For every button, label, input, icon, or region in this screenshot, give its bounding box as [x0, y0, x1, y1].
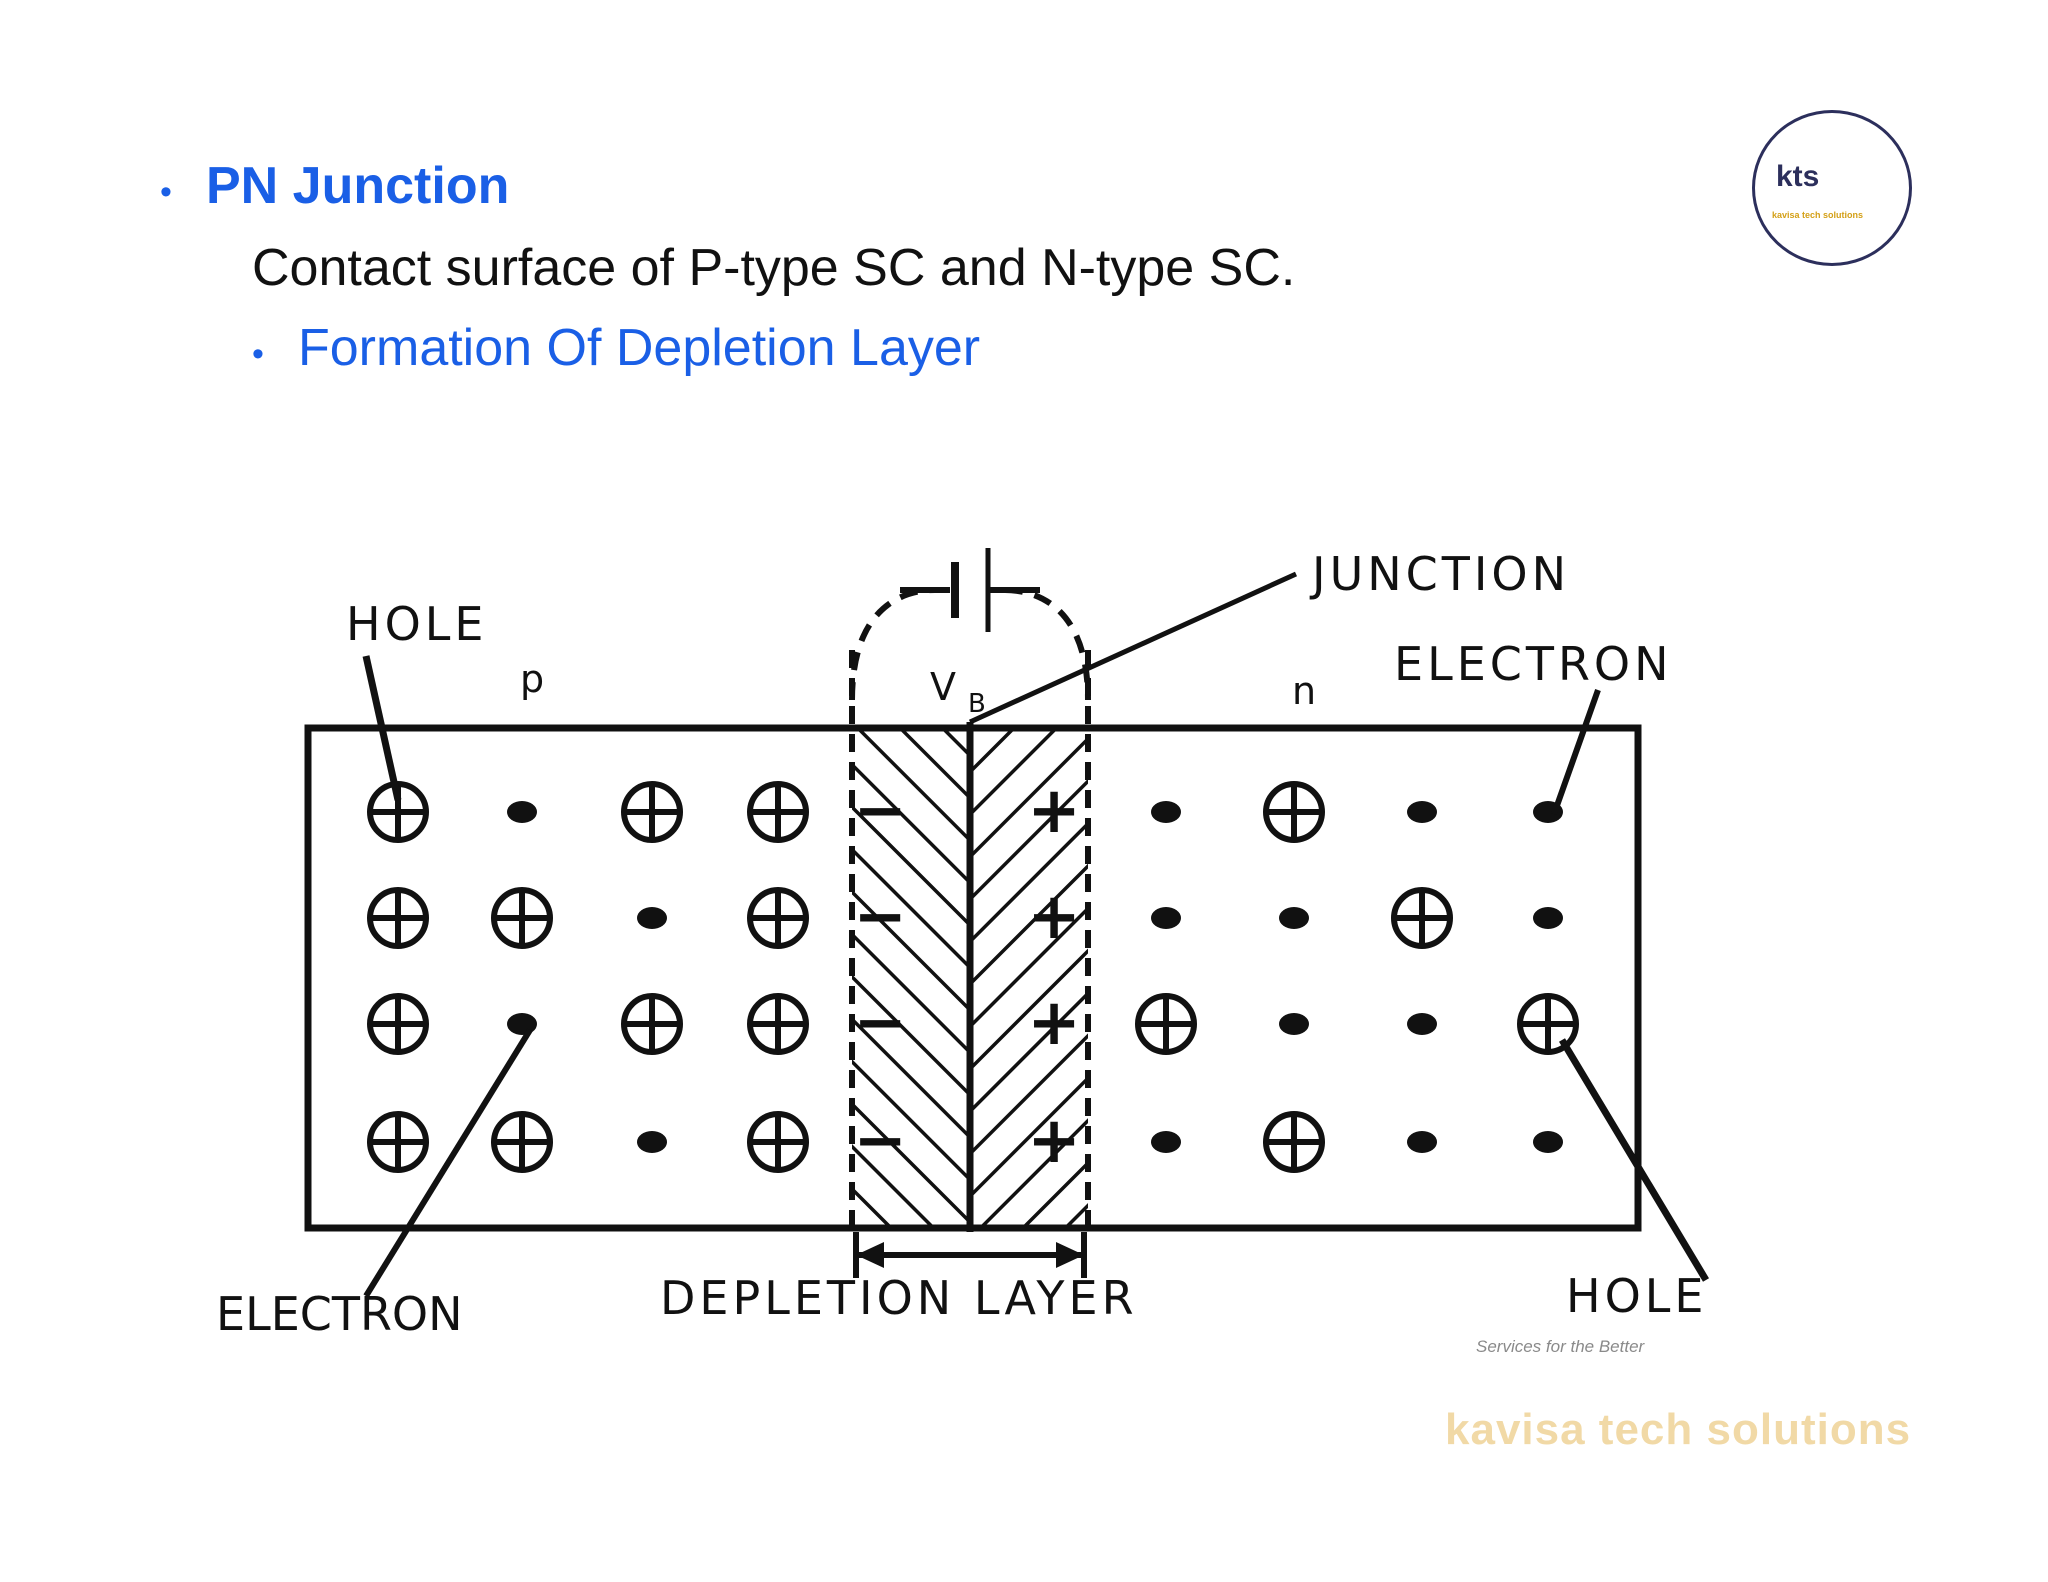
electron-dot [1151, 801, 1181, 823]
depletion-negative-charge: − [853, 1104, 907, 1178]
logo-ring [1752, 110, 1912, 266]
slide-subheading: Formation Of Depletion Layer [298, 319, 981, 377]
hole-symbol [621, 993, 683, 1055]
label-hole-bottom: HOLE [1566, 1269, 1708, 1323]
label-p-region: p [520, 657, 544, 701]
hole-symbol [1391, 887, 1453, 949]
hole-symbol [1263, 1111, 1325, 1173]
hole-symbol [621, 781, 683, 843]
hole-symbol [747, 1111, 809, 1173]
watermark-company-name: kavisa tech solutions [1445, 1405, 1912, 1454]
logo-full-name: kavisa tech solutions [1772, 210, 1864, 220]
electron-dot [1279, 1013, 1309, 1035]
depletion-region-p [852, 728, 970, 1228]
heading-bullet: • PN Junction [160, 156, 509, 216]
electron-dot [1151, 907, 1181, 929]
hole-symbol [367, 993, 429, 1055]
depletion-width-arrow [853, 1232, 1087, 1278]
hole-symbol [1263, 781, 1325, 843]
label-barrier-voltage: V [930, 665, 956, 709]
kts-logo: kts kavisa tech solutions [1752, 110, 1920, 270]
depletion-positive-charge: + [1027, 1104, 1081, 1178]
electron-bottom-pointer [363, 1028, 533, 1298]
label-n-region: n [1292, 669, 1316, 713]
electron-dot [1407, 801, 1437, 823]
hole-symbol [747, 993, 809, 1055]
depletion-charges: − + − + − + − + [853, 774, 1081, 1178]
electron-dot [637, 907, 667, 929]
electron-dot [1533, 1131, 1563, 1153]
electron-dot [1407, 1013, 1437, 1035]
slide-heading: PN Junction [206, 157, 510, 215]
label-electron-top: ELECTRON [1394, 637, 1673, 691]
depletion-negative-charge: − [853, 774, 907, 848]
battery-icon [900, 548, 1040, 632]
bullet-marker: • [160, 173, 172, 211]
bullet-marker: • [252, 335, 264, 373]
slide-description: Contact surface of P-type SC and N-type … [252, 239, 1296, 297]
depletion-negative-charge: − [853, 880, 907, 954]
electron-dot [1279, 907, 1309, 929]
label-hole-top: HOLE [346, 597, 488, 651]
label-barrier-subscript: B [968, 689, 986, 719]
hole-symbol [491, 1111, 553, 1173]
depletion-positive-charge: + [1027, 986, 1081, 1060]
hole-symbol [747, 887, 809, 949]
depletion-negative-charge: − [853, 986, 907, 1060]
label-depletion-layer: DEPLETION LAYER [660, 1271, 1138, 1325]
electron-top-pointer [1551, 688, 1601, 816]
label-electron-bottom: ELECTRON [216, 1287, 463, 1341]
electron-dot [1533, 907, 1563, 929]
electron-dot [637, 1131, 667, 1153]
hole-symbol [367, 1111, 429, 1173]
subheading-bullet: • Formation Of Depletion Layer [252, 318, 980, 378]
carriers [367, 781, 1579, 1173]
electron-dot [1151, 1131, 1181, 1153]
hole-symbol [1517, 993, 1579, 1055]
hole-symbol [747, 781, 809, 843]
depletion-positive-charge: + [1027, 774, 1081, 848]
depletion-positive-charge: + [1027, 880, 1081, 954]
watermark-tagline: Services for the Better [1476, 1337, 1645, 1356]
depletion-region-n [970, 728, 1088, 1228]
hole-top-pointer [362, 655, 402, 801]
hole-symbol [367, 887, 429, 949]
hole-symbol [1135, 993, 1197, 1055]
logo-name: kts [1776, 160, 1820, 193]
electron-dot [1407, 1131, 1437, 1153]
electron-dot [507, 1013, 537, 1035]
hole-bottom-pointer [1558, 1038, 1710, 1282]
label-junction: JUNCTION [1309, 547, 1570, 601]
hole-symbol [491, 887, 553, 949]
junction-pointer [968, 571, 1298, 725]
electron-dot [507, 801, 537, 823]
